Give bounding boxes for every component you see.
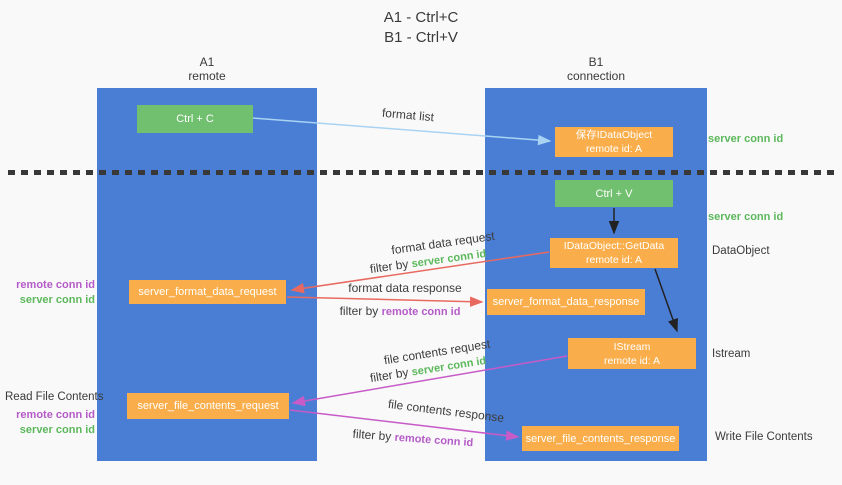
format-data-response-annotation: format data response bbox=[348, 281, 462, 295]
filter-by-text: filter by bbox=[352, 426, 396, 444]
getdata-line1: IDataObject::GetData bbox=[563, 240, 665, 252]
server-conn-id-label: server conn id bbox=[19, 294, 95, 306]
server-file-contents-response-label: server_file_contents_response bbox=[525, 432, 676, 445]
left-conn-id-group-file: remote conn id server conn id bbox=[10, 408, 95, 438]
title-line-1: A1 - Ctrl+C bbox=[383, 9, 459, 26]
istream-line1: IStream bbox=[613, 340, 651, 353]
dataobject-label: DataObject bbox=[712, 245, 770, 257]
file-contents-response-filter-annotation: filter by remote conn id bbox=[338, 426, 489, 450]
server-format-data-response-box: server_format_data_response bbox=[487, 289, 645, 315]
lifeline-header-a1: A1 remote bbox=[97, 55, 317, 83]
lifeline-a1-subtitle: remote bbox=[188, 69, 226, 83]
server-file-contents-request-box: server_file_contents_request bbox=[127, 393, 289, 419]
server-conn-id-label-top: server conn id bbox=[708, 133, 784, 145]
istream-box: IStream remote id: A bbox=[568, 338, 696, 369]
phase-separator-dotted-line bbox=[8, 170, 836, 175]
remote-conn-id-label: remote conn id bbox=[16, 409, 95, 421]
title-line-2: B1 - Ctrl+V bbox=[384, 29, 458, 46]
remote-conn-id-label: remote conn id bbox=[16, 279, 95, 291]
filter-by-text: filter by bbox=[339, 304, 382, 318]
ctrl-c-action-box: Ctrl + C bbox=[137, 105, 253, 133]
diagram-title: A1 - Ctrl+C B1 - Ctrl+V bbox=[0, 8, 842, 48]
server-format-data-request-label: server_format_data_request bbox=[138, 286, 277, 298]
lifeline-b1-subtitle: connection bbox=[566, 69, 626, 83]
server-format-data-request-box: server_format_data_request bbox=[129, 280, 286, 304]
remote-conn-id-text: remote conn id bbox=[394, 431, 474, 450]
write-file-contents-label: Write File Contents bbox=[715, 431, 813, 443]
server-file-contents-response-box: server_file_contents_response bbox=[522, 426, 679, 451]
server-format-data-response-label: server_format_data_response bbox=[492, 296, 640, 308]
getdata-line2: remote id: A bbox=[585, 254, 643, 266]
ctrl-v-label: Ctrl + V bbox=[595, 187, 633, 200]
server-conn-id-label-mid: server conn id bbox=[708, 211, 784, 223]
server-conn-id-label: server conn id bbox=[19, 424, 95, 436]
save-idataobject-line1: 保存IDataObject bbox=[575, 129, 653, 141]
lifeline-b1-name: B1 bbox=[588, 55, 604, 69]
istream-side-label: Istream bbox=[712, 348, 751, 360]
save-idataobject-box: 保存IDataObject remote id: A bbox=[555, 127, 673, 157]
lifeline-header-b1: B1 connection bbox=[485, 55, 707, 83]
save-idataobject-line2: remote id: A bbox=[585, 143, 643, 155]
istream-line2: remote id: A bbox=[603, 354, 661, 367]
ctrl-v-action-box: Ctrl + V bbox=[555, 180, 673, 207]
remote-conn-id-text: remote conn id bbox=[381, 306, 461, 318]
server-file-contents-request-label: server_file_contents_request bbox=[137, 400, 279, 412]
format-list-annotation: format list bbox=[381, 105, 435, 125]
left-conn-id-group-format: remote conn id server conn id bbox=[10, 278, 95, 308]
ctrl-c-label: Ctrl + C bbox=[176, 113, 214, 125]
read-file-contents-label: Read File Contents bbox=[5, 391, 104, 403]
format-data-response-filter-annotation: filter by remote conn id bbox=[325, 304, 475, 318]
lifeline-a1-name: A1 bbox=[199, 55, 215, 69]
idataobject-getdata-box: IDataObject::GetData remote id: A bbox=[550, 238, 678, 268]
